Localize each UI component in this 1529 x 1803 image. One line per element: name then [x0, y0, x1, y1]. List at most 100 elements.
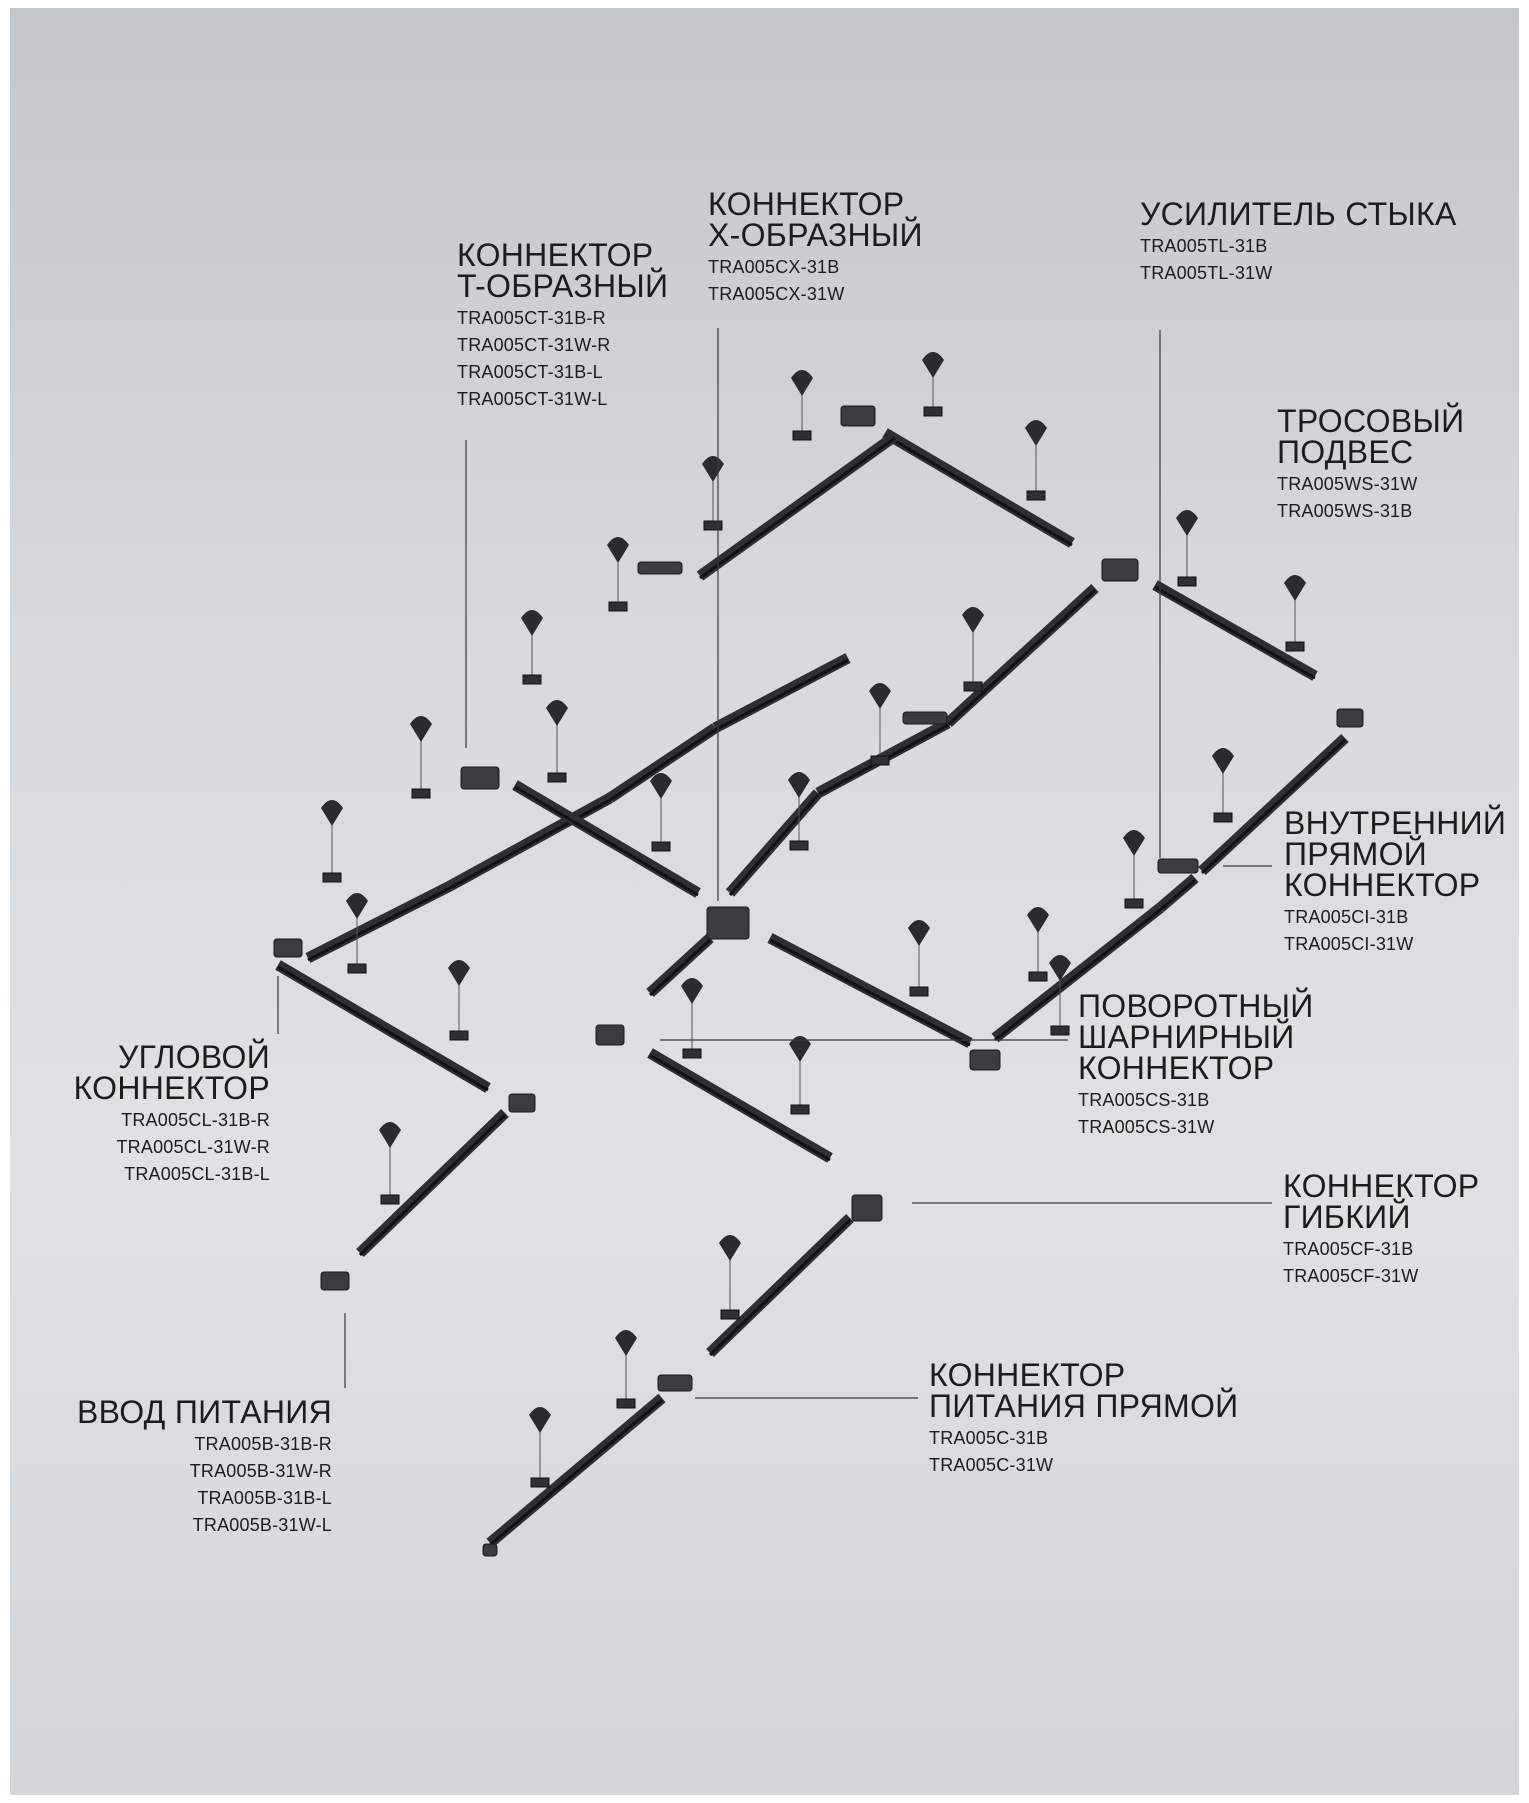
article-code: TRA005CT-31B-R: [457, 305, 668, 332]
straight-power-connector-icon: [658, 1375, 692, 1391]
suspension-clamp: [450, 1031, 468, 1040]
callout-title: ПИТАНИЯ ПРЯМОЙ: [929, 1391, 1238, 1422]
article-code: TRA005TL-31B: [1140, 233, 1457, 260]
suspension-clamp: [721, 1310, 739, 1319]
callout-title: ПОДВЕС: [1277, 437, 1464, 468]
ceiling-canopy: [448, 960, 470, 986]
callout-title: КОННЕКТОР: [1078, 1053, 1314, 1084]
suspension-clamp: [1178, 577, 1196, 586]
track-rail: [308, 886, 450, 958]
callout-title: ПОВОРОТНЫЙ: [1078, 991, 1314, 1022]
ceiling-canopy: [788, 772, 810, 798]
article-code: TRA005B-31B-L: [70, 1485, 332, 1512]
joint-reinforcer-icon: [638, 562, 682, 574]
ceiling-canopy: [615, 1330, 637, 1356]
ceiling-canopy: [922, 352, 944, 378]
track-rail: [715, 658, 848, 728]
track-rail: [490, 1398, 662, 1543]
flexible-connector-icon: [852, 1195, 882, 1221]
track-slot: [490, 1400, 662, 1545]
callout-joint-reinforcer: УСИЛИТЕЛЬ СТЫКА TRA005TL-31B TRA005TL-31…: [1140, 199, 1457, 287]
track-slot: [700, 438, 895, 578]
ceiling-canopy: [546, 700, 568, 726]
callout-inner-straight-connector: ВНУТРЕННИЙ ПРЯМОЙ КОННЕКТОР TRA005CI-31B…: [1284, 808, 1506, 958]
article-code: TRA005CI-31W: [1284, 931, 1506, 958]
ceiling-canopy: [379, 1122, 401, 1148]
track-slot: [360, 1115, 505, 1255]
ceiling-canopy: [908, 920, 930, 946]
ceiling-canopy: [650, 773, 672, 799]
suspension-clamp: [704, 521, 722, 530]
track-slot: [885, 435, 1072, 545]
article-code: TRA005TL-31W: [1140, 260, 1457, 287]
suspension-clamp: [381, 1195, 399, 1204]
ceiling-canopy: [702, 456, 724, 482]
article-code: TRA005CS-31W: [1078, 1114, 1314, 1141]
track-rail: [278, 965, 488, 1088]
callout-title: УСИЛИТЕЛЬ СТЫКА: [1140, 199, 1457, 230]
suspension-clamp: [652, 842, 670, 851]
ceiling-canopy: [521, 610, 543, 636]
callout-title: КОННЕКТОР: [708, 189, 923, 220]
article-code: TRA005CT-31W-L: [457, 386, 668, 413]
x-connector-icon: [707, 907, 749, 939]
t-connector-icon: [461, 767, 499, 789]
callout-corner-connector: УГЛОВОЙ КОННЕКТОР TRA005CL-31B-R TRA005C…: [70, 1042, 270, 1188]
power-input-icon: [321, 1272, 349, 1290]
callout-title: ПРЯМОЙ: [1284, 839, 1506, 870]
ceiling-canopy: [346, 893, 368, 919]
article-code: TRA005WS-31W: [1277, 471, 1464, 498]
suspension-clamp: [348, 964, 366, 973]
ceiling-canopy: [719, 1235, 741, 1261]
article-code: TRA005CX-31W: [708, 281, 923, 308]
ceiling-canopy: [1284, 575, 1306, 601]
swivel-hinge-connector-icon: [596, 1025, 624, 1045]
suspension-clamp: [617, 1399, 635, 1408]
suspension-clamp: [791, 1105, 809, 1114]
suspension-clamp: [790, 841, 808, 850]
suspension-clamp: [548, 773, 566, 782]
suspension-clamp: [1027, 491, 1045, 500]
article-code: TRA005CT-31W-R: [457, 332, 668, 359]
track-rail: [450, 798, 610, 886]
corner-connector-icon: [509, 1094, 535, 1112]
corner-connector-icon: [841, 406, 875, 426]
callout-title: КОННЕКТОР: [929, 1360, 1238, 1391]
suspension-clamp: [531, 1478, 549, 1487]
article-code: TRA005WS-31B: [1277, 498, 1464, 525]
callout-title: ГИБКИЙ: [1283, 1202, 1479, 1233]
t-connector-icon: [1102, 559, 1138, 581]
article-code: TRA005C-31B: [929, 1425, 1238, 1452]
ceiling-canopy: [1123, 830, 1145, 856]
article-code: TRA005CI-31B: [1284, 904, 1506, 931]
suspension-clamp: [793, 431, 811, 440]
callout-swivel-hinge-connector: ПОВОРОТНЫЙ ШАРНИРНЫЙ КОННЕКТОР TRA005CS-…: [1078, 991, 1314, 1141]
suspension-clamp: [924, 407, 942, 416]
track-slot: [308, 888, 450, 960]
suspension-clamp: [609, 602, 627, 611]
callout-title: УГЛОВОЙ: [70, 1042, 270, 1073]
article-code: TRA005CL-31W-R: [70, 1134, 270, 1161]
track-rail: [1160, 878, 1195, 908]
ceiling-canopy: [1025, 420, 1047, 446]
callout-title: ШАРНИРНЫЙ: [1078, 1022, 1314, 1053]
callout-title: ВВОД ПИТАНИЯ: [70, 1397, 332, 1428]
suspension-clamp: [523, 675, 541, 684]
article-code: TRA005B-31B-R: [70, 1431, 332, 1458]
suspension-clamp: [1214, 813, 1232, 822]
diagram-canvas: КОННЕКТОР T-ОБРАЗНЫЙ TRA005CT-31B-R TRA0…: [10, 8, 1519, 1795]
article-code: TRA005CX-31B: [708, 254, 923, 281]
suspension-clamp: [910, 987, 928, 996]
article-code: TRA005CS-31B: [1078, 1087, 1314, 1114]
article-code: TRA005B-31W-L: [70, 1512, 332, 1539]
callout-flexible-connector: КОННЕКТОР ГИБКИЙ TRA005CF-31B TRA005CF-3…: [1283, 1171, 1479, 1290]
inner-straight-connector-icon: [1158, 859, 1198, 873]
track-end-cap-icon: [483, 1544, 497, 1556]
ceiling-canopy: [321, 800, 343, 826]
ceiling-canopy: [529, 1407, 551, 1433]
track-rail: [770, 938, 970, 1043]
suspension-clamp: [871, 756, 889, 765]
ceiling-canopy: [791, 370, 813, 396]
suspension-clamp: [1286, 642, 1304, 651]
suspension-clamp: [412, 789, 430, 798]
